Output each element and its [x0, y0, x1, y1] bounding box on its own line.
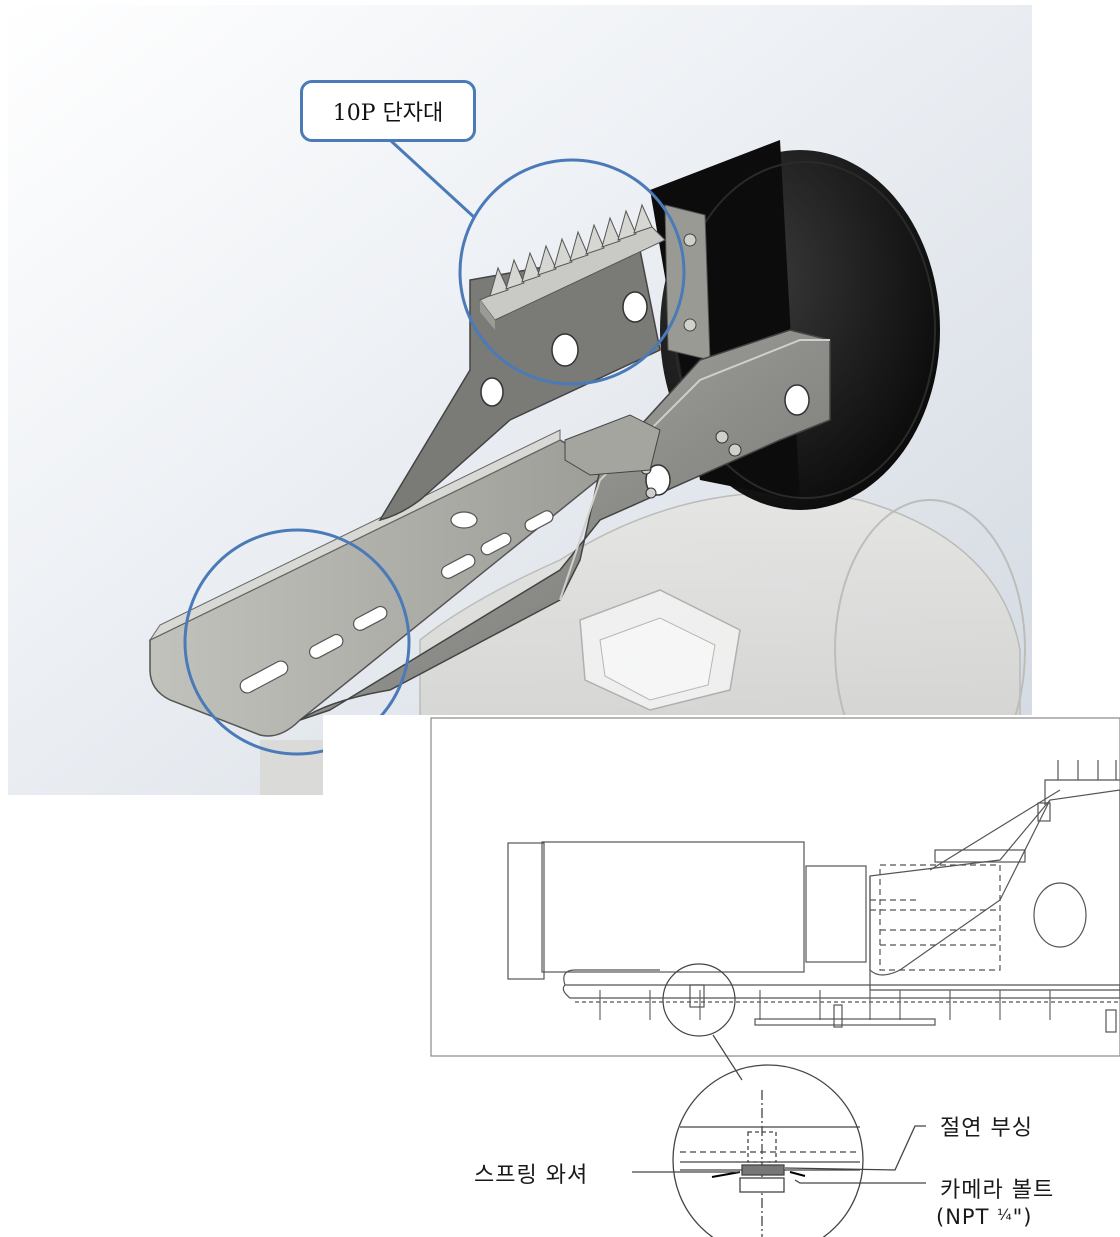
insulation-bushing-label: 절연 부싱	[940, 1116, 1033, 1141]
terminal-block-label: 10P 단자대	[332, 101, 444, 126]
insulation-bushing-leader	[784, 1125, 926, 1171]
terminal-block-callout-circle	[458, 158, 686, 386]
mounting-plate	[664, 204, 711, 361]
camera-bolt-leader	[794, 1179, 926, 1184]
terminal-block-leader-line	[388, 138, 477, 220]
side-view-drawing	[430, 717, 1120, 1081]
bracket-holes	[480, 291, 810, 496]
detail-circle	[672, 1064, 864, 1237]
detail-view	[632, 1064, 926, 1237]
bracket-tray-floor	[149, 439, 612, 737]
npt-fraction: ¼	[997, 1206, 1013, 1224]
tray-end-callout-circle	[183, 528, 411, 756]
spring-washer-label: 스프링 와셔	[474, 1163, 589, 1188]
terminal-block-callout: 10P 단자대	[300, 80, 476, 142]
terminal-block	[479, 203, 666, 330]
tray-slots	[239, 510, 554, 694]
npt-close: ")	[1012, 1205, 1033, 1229]
bracket-side-wall	[299, 329, 831, 721]
npt-size-label: (NPT ¼")	[936, 1205, 1032, 1229]
npt-open: (NPT	[936, 1205, 998, 1229]
camera-bolt-label: 카메라 볼트	[940, 1178, 1055, 1203]
